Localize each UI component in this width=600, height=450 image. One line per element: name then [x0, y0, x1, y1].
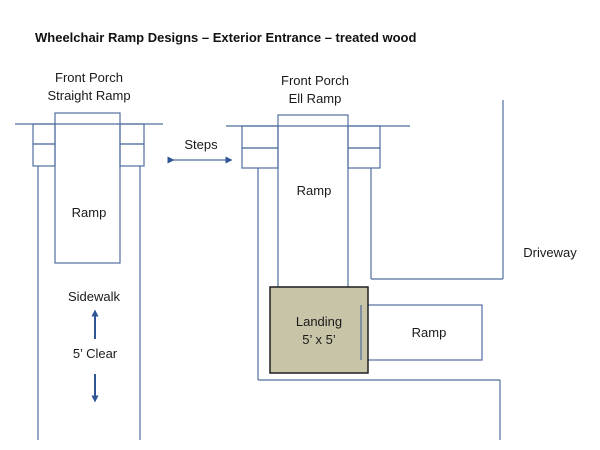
steps-block [119, 123, 145, 145]
straight-ramp-label: Ramp [72, 205, 107, 220]
straight-ramp-heading-line2: Straight Ramp [47, 88, 130, 103]
landing-size-label: 5’ x 5’ [302, 332, 336, 347]
diagram-title: Wheelchair Ramp Designs – Exterior Entra… [35, 30, 417, 45]
landing-label: Landing [296, 314, 342, 329]
driveway-label: Driveway [523, 245, 577, 260]
steps-block [347, 147, 381, 169]
steps-block [32, 143, 56, 167]
steps-block [32, 123, 56, 145]
ell-ramp-heading-line1: Front Porch [281, 73, 349, 88]
ell-ramp-design: Front Porch Ell Ramp [226, 73, 504, 440]
steps-block [119, 143, 145, 167]
steps-block [347, 125, 381, 149]
sidewalk-label: Sidewalk [68, 289, 121, 304]
straight-ramp [54, 112, 121, 264]
side-ramp-label: Ramp [412, 325, 447, 340]
steps-block [241, 147, 279, 169]
landing-platform [269, 286, 369, 374]
steps-block [241, 125, 279, 149]
straight-ramp-design: Front Porch Straight Ramp Ramp Sidewalk … [15, 70, 163, 440]
clear-width-label: 5’ Clear [73, 346, 118, 361]
steps-label: Steps [184, 137, 218, 152]
ell-ramp-heading-line2: Ell Ramp [289, 91, 342, 106]
ell-main-ramp [277, 114, 349, 288]
ell-ramp-label: Ramp [297, 183, 332, 198]
straight-ramp-heading-line1: Front Porch [55, 70, 123, 85]
